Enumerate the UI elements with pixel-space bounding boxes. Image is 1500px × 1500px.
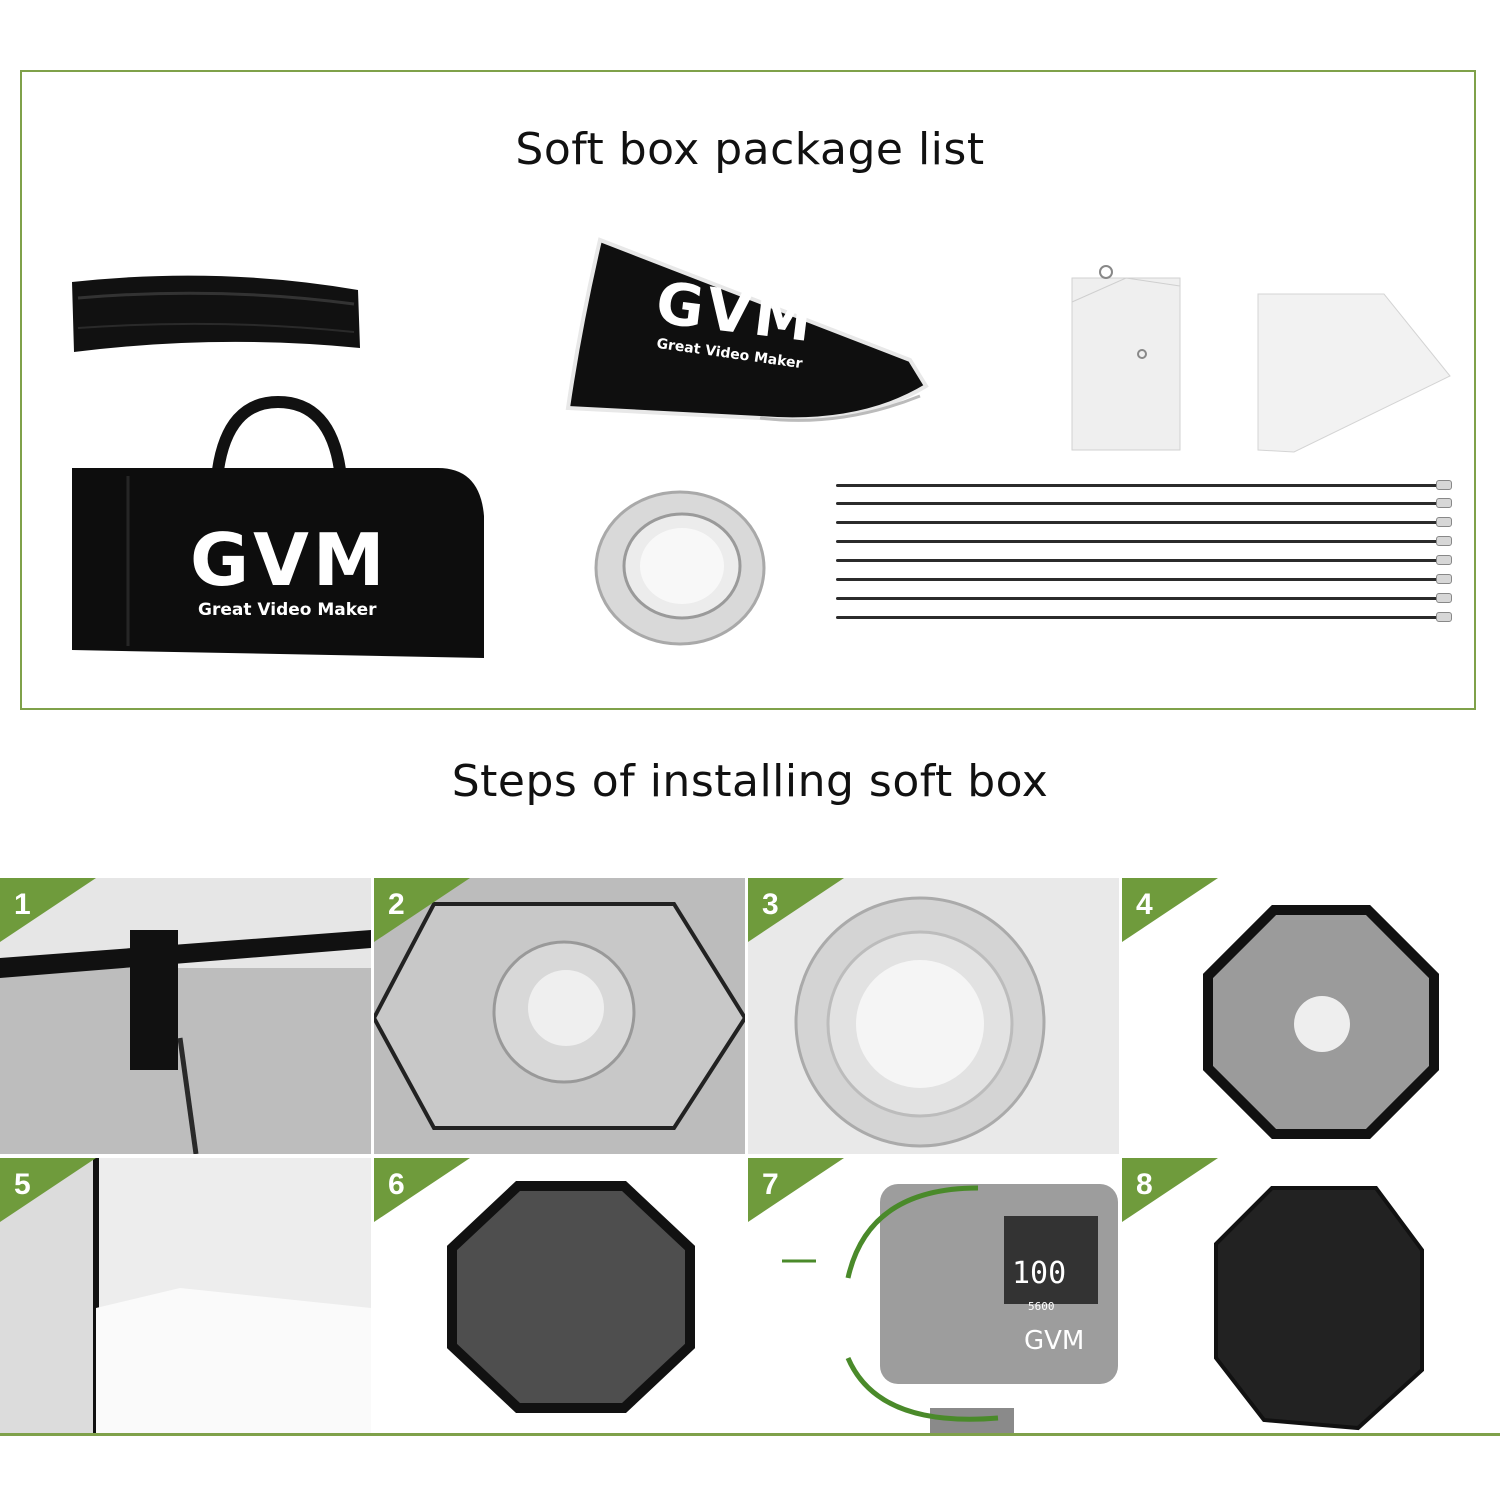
step-8-tile: 8 [1122, 1158, 1493, 1434]
step-5-number: 5 [14, 1168, 31, 1201]
step-1-number: 1 [14, 888, 31, 921]
light-display-kelvin: 5600 [1028, 1300, 1055, 1313]
step-6-tile: 6 [374, 1158, 745, 1434]
light-display-value: 100 [1012, 1256, 1067, 1291]
step-4-tile: 4 [1122, 878, 1493, 1154]
step-3-tile: 3 [748, 878, 1119, 1154]
package-list-frame [20, 70, 1476, 710]
bag-brand-logo: GVM [190, 518, 389, 602]
inner-diffuser-image [1066, 262, 1186, 452]
outer-diffuser-image [1254, 290, 1452, 454]
speed-ring-image [590, 486, 770, 650]
steps-title: Steps of installing soft box [451, 756, 1049, 807]
step-3-number: 3 [762, 888, 779, 921]
step-8-number: 8 [1136, 1168, 1153, 1201]
folded-softbox-image [560, 236, 932, 436]
velcro-strap-image [68, 268, 364, 354]
step-7-tile: 100 5600 GVM 7 [748, 1158, 1119, 1434]
light-brand-logo: GVM [1024, 1326, 1085, 1356]
step-4-number: 4 [1136, 888, 1153, 921]
step-7-number: 7 [762, 1168, 779, 1201]
step-2-number: 2 [388, 888, 405, 921]
step-1-tile: 1 [0, 878, 371, 1154]
bottom-accent-line [0, 1433, 1500, 1436]
step-5-tile: 5 [0, 1158, 371, 1434]
package-list-title: Soft box package list [515, 124, 985, 175]
step-2-tile: 2 [374, 878, 745, 1154]
step-6-number: 6 [388, 1168, 405, 1201]
steps-grid: 1 2 3 4 [0, 878, 1500, 1436]
bag-brand-tagline: Great Video Maker [198, 600, 377, 620]
carry-bag-image [68, 395, 488, 666]
